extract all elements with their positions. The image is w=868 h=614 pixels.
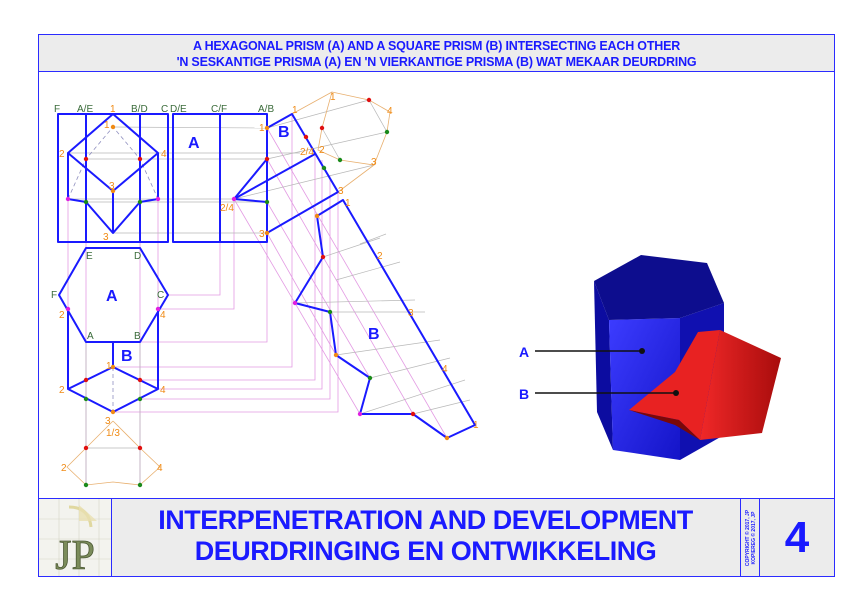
label-plan-c: C [157, 290, 164, 301]
label-end-2: 2 [319, 145, 325, 156]
label-plan-4b: 4 [160, 385, 166, 396]
label-1b: 1 [104, 120, 110, 131]
label-de: D/E [170, 104, 187, 115]
sheet-header: A HEXAGONAL PRISM (A) AND A SQUARE PRISM… [39, 35, 834, 72]
label-side-24: 2/4 [220, 203, 234, 214]
intersection-points [65, 97, 450, 488]
jp-logo: JP [39, 499, 112, 576]
label-3: 3 [109, 181, 115, 192]
label-plan-b: B [134, 331, 141, 342]
svg-text:JP: JP [55, 533, 95, 576]
dashed-hidden-lines [67, 126, 159, 412]
label-2: 2 [59, 149, 65, 160]
label-dev-2: 2 [377, 251, 383, 262]
label-side-prism-b: B [278, 124, 290, 141]
prism-a-left-face [594, 281, 613, 450]
label-end-4: 4 [387, 106, 393, 117]
label-end-3b: 3 [338, 186, 344, 197]
leader-dot-b [673, 390, 679, 396]
label-plan-3: 3 [105, 416, 111, 427]
label-plan-f: F [51, 290, 57, 301]
label-dev-1: 1 [345, 198, 351, 209]
prism-labels: A B A B B [106, 124, 380, 365]
label-plan-prism-b: B [121, 348, 133, 365]
label-end-3: 3 [371, 157, 377, 168]
main-title: INTERPENETRATION AND DEVELOPMENT DEURDRI… [111, 499, 741, 576]
label-dev-1b: 1 [473, 420, 479, 431]
prism-b-front-face [629, 330, 720, 440]
true-shape-end-views [66, 91, 391, 486]
development-prism-b [294, 199, 476, 439]
prism-a-front-face [609, 318, 680, 460]
prism-a-top-face [594, 255, 724, 320]
label-cf: C/F [211, 104, 227, 115]
label-ae: A/E [77, 104, 93, 115]
label-e: E [86, 251, 93, 262]
label-c: C [161, 104, 168, 115]
label-development-b: B [368, 326, 380, 343]
prism-b-bottom-face [629, 410, 762, 440]
label-end-24: 2/4 [300, 147, 314, 158]
side-view-prism-b [266, 113, 339, 234]
label-plan-1: 1 [106, 361, 112, 372]
label-plan-2: 2 [59, 310, 65, 321]
label-bd: B/D [131, 104, 148, 115]
label-dev-4: 4 [442, 364, 448, 375]
label-4: 4 [161, 149, 167, 160]
header-title-english: A HEXAGONAL PRISM (A) AND A SQUARE PRISM… [192, 39, 681, 53]
header-title-afrikaans: 'N SESKANTIGE PRISMA (A) EN 'N VIERKANTI… [176, 55, 697, 69]
label-plan-a: A [87, 331, 94, 342]
label-ab: A/B [258, 104, 274, 115]
label-aux-4: 4 [157, 463, 163, 474]
label-d: D [134, 251, 141, 262]
label-dev-3: 3 [408, 308, 414, 319]
jp-logo-icon: JP [39, 499, 111, 576]
label-end-1: 1 [330, 92, 336, 103]
prism-b-end-face [700, 330, 781, 440]
plan-view-prism-a [58, 247, 169, 343]
label-f: F [54, 104, 60, 115]
label-plan-prism-a: A [106, 288, 118, 305]
label-side-1: 1 [259, 123, 265, 134]
title-block: JP INTERPENETRATION AND DEVELOPMENT DEUR… [39, 498, 834, 576]
leader-dot-a [639, 348, 645, 354]
pictorial-label-a: A [519, 344, 529, 360]
pictorial-label-b: B [519, 386, 529, 402]
pictorial-view: A B [519, 255, 781, 460]
label-side-3: 3 [259, 229, 265, 240]
label-aux-13: 1/3 [106, 428, 120, 439]
label-plan-4: 4 [160, 310, 166, 321]
point-number-labels: 1 1 2 4 3 3 1 2/4 3 1 2 3 4 1 2/4 3 2 4 … [59, 92, 479, 474]
main-title-english: INTERPENETRATION AND DEVELOPMENT [158, 505, 693, 535]
drawing-sheet-frame: A HEXAGONAL PRISM (A) AND A SQUARE PRISM… [38, 34, 835, 577]
label-3b: 3 [103, 232, 109, 243]
corner-labels: F A/E B/D C D/E C/F A/B E D F C A B [51, 104, 274, 342]
label-end-1b: 1 [292, 105, 298, 116]
main-title-afrikaans: DEURDRINGING EN ONTWIKKELING [194, 536, 657, 566]
construction-lines [68, 99, 471, 485]
label-plan-2b: 2 [59, 385, 65, 396]
label-side-prism-a: A [188, 135, 200, 152]
label-1: 1 [110, 104, 116, 115]
label-aux-2: 2 [61, 463, 67, 474]
sheet-number: 4 [784, 513, 810, 562]
